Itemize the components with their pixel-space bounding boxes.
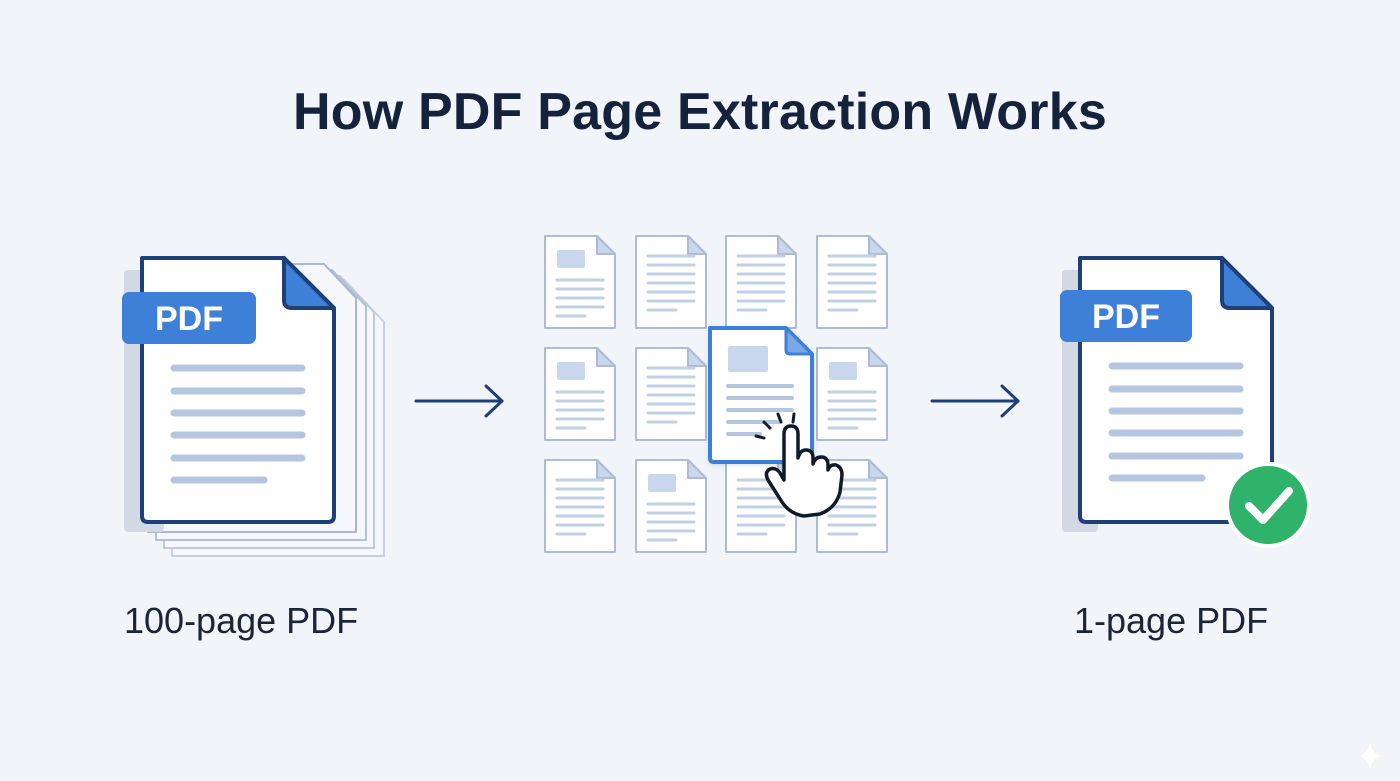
page-fold-corner (687, 459, 707, 479)
result-caption: 1-page PDF (1074, 600, 1269, 641)
hand-pointer-icon (754, 412, 844, 518)
page-thumbnail[interactable] (816, 347, 888, 441)
page-fold-corner (596, 347, 616, 367)
page-fold-corner (784, 326, 814, 356)
page-thumbnail[interactable] (544, 235, 616, 329)
page-text-lines (827, 390, 877, 430)
page-fold-corner (282, 256, 336, 310)
page-thumbnail[interactable] (635, 235, 707, 329)
result-pdf-badge (1060, 290, 1192, 342)
page-thumbnail[interactable] (544, 347, 616, 441)
page-thumbnail[interactable] (635, 347, 707, 441)
page-text-lines (726, 384, 794, 436)
page-text-lines (646, 502, 696, 542)
page-image-block (648, 474, 676, 492)
source-badge-label: PDF (155, 300, 223, 338)
page-fold-corner (687, 347, 707, 367)
check-circle-icon (1225, 462, 1311, 548)
page-fold-corner (868, 235, 888, 255)
page-fold-corner (777, 235, 797, 255)
page-fold-corner (868, 459, 888, 479)
page-image-block (728, 346, 768, 372)
page-title: How PDF Page Extraction Works (293, 83, 1107, 141)
page-image-block (557, 362, 585, 380)
page-text-lines (555, 278, 605, 318)
page-text-lines (555, 390, 605, 430)
result-badge-label: PDF (1092, 298, 1160, 336)
page-text-lines (827, 254, 877, 312)
arrow-right-icon (930, 384, 1020, 418)
result-text-lines (1108, 362, 1244, 482)
page-fold-corner (596, 235, 616, 255)
page-text-lines (736, 254, 786, 312)
page-image-block (829, 362, 857, 380)
page-thumbnail[interactable] (725, 235, 797, 329)
page-thumbnail[interactable] (635, 459, 707, 553)
page-fold-corner (596, 459, 616, 479)
page-thumbnail[interactable] (816, 235, 888, 329)
click-burst-lines (754, 412, 796, 440)
page-text-lines (555, 478, 605, 536)
page-text-lines (646, 254, 696, 312)
source-caption: 100-page PDF (124, 600, 359, 641)
page-image-block (557, 250, 585, 268)
page-fold-corner (687, 235, 707, 255)
page-fold-corner (868, 347, 888, 367)
page-fold-corner (1220, 256, 1274, 310)
sparkle-icon (1358, 742, 1382, 770)
source-text-lines (170, 364, 306, 484)
page-thumbnail[interactable] (544, 459, 616, 553)
result-pdf: PDF (1060, 256, 1311, 548)
source-pdf-badge (122, 292, 256, 344)
source-pdf-stack: PDF (122, 256, 385, 557)
page-text-lines (646, 366, 696, 424)
arrow-right-icon (414, 384, 504, 418)
